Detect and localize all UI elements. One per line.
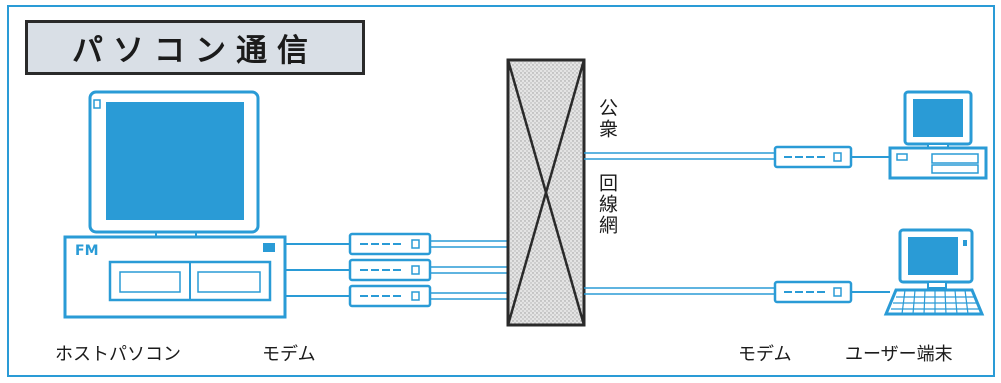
user-terminal-keyboard (883, 228, 985, 316)
modem-network-links-left (430, 240, 508, 300)
user-terminal-label: ユーザー端末 (845, 344, 953, 365)
left-modems (348, 232, 432, 308)
network-label-top: 公衆 (596, 98, 618, 140)
modem-terminal-links (851, 156, 890, 293)
host-cpu: FM (63, 235, 287, 319)
modem-left-label: モデム (262, 344, 316, 365)
modem-network-links-right (584, 152, 775, 295)
outer-frame (7, 5, 995, 377)
host-modem-links (285, 243, 350, 297)
network-label-bottom: 回線網 (596, 173, 618, 236)
host-monitor (88, 90, 260, 239)
user-terminal-desktop (888, 90, 988, 180)
modem-right-label: モデム (738, 344, 792, 365)
title-box: パソコン通信 (25, 20, 365, 75)
svg-text:FM: FM (75, 243, 99, 259)
page-title: パソコン通信 (72, 33, 318, 69)
public-network-box (506, 58, 586, 327)
right-modems (773, 145, 853, 304)
host-label: ホストパソコン (55, 344, 181, 365)
